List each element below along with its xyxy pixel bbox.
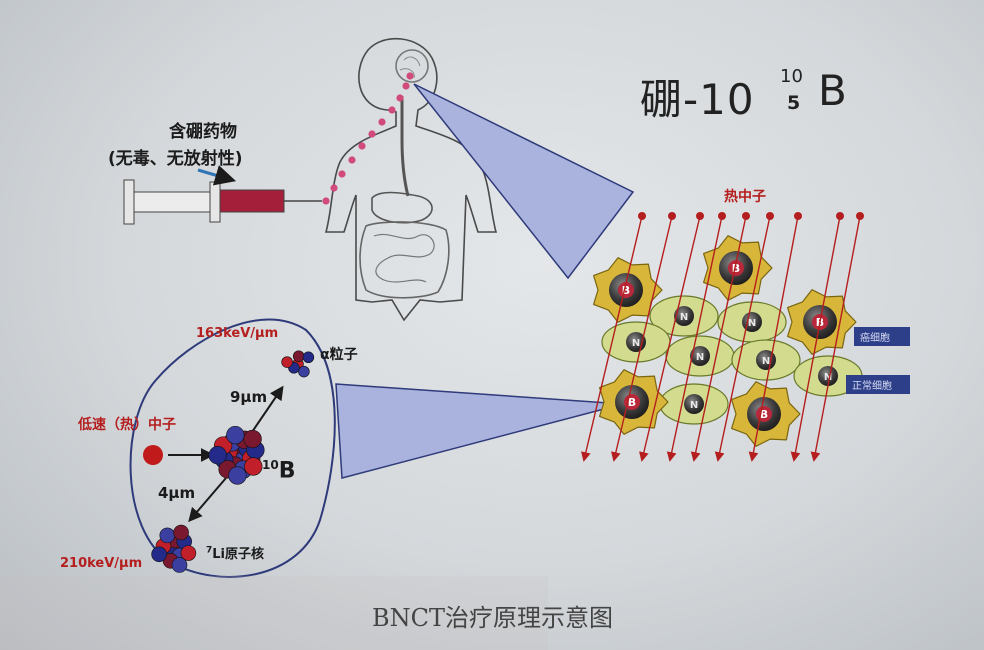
drug-dot bbox=[406, 72, 414, 80]
b10-label: 10B bbox=[262, 458, 295, 483]
neutron-track bbox=[748, 215, 799, 462]
li-nucleus bbox=[151, 524, 197, 573]
nucleon bbox=[151, 546, 167, 563]
neutron-track bbox=[639, 215, 701, 462]
alpha-nucleus bbox=[281, 350, 315, 378]
drug-dot bbox=[358, 142, 366, 150]
isotope-name: 硼-10 bbox=[640, 75, 755, 124]
alpha-range-label: 9μm bbox=[230, 388, 268, 406]
neutron-source-dot bbox=[836, 212, 844, 220]
alpha-particle-label: α粒子 bbox=[320, 347, 358, 363]
drug-dot bbox=[348, 156, 356, 164]
drug-dot bbox=[402, 82, 410, 90]
nucleon bbox=[171, 557, 188, 573]
isotope-atomic-number: 5 bbox=[787, 92, 801, 114]
boron-letter: B bbox=[760, 408, 768, 421]
projection-cone-lower bbox=[335, 383, 624, 479]
alpha-energy-label: 163keV/μm bbox=[196, 326, 279, 341]
neutron-track bbox=[666, 215, 723, 462]
neutron-source-dot bbox=[766, 212, 774, 220]
isotope-mass-number: 10 bbox=[780, 66, 803, 87]
normal-nucleus bbox=[756, 350, 776, 370]
projection-cone-upper bbox=[413, 83, 635, 280]
drug-dot bbox=[396, 94, 404, 102]
normal-letter: N bbox=[680, 312, 688, 323]
boron-letter: B bbox=[732, 262, 740, 275]
cell-layer: NNNNNNNBBBBB bbox=[593, 235, 863, 447]
nucleon bbox=[159, 527, 176, 544]
li7-mass-number: 7 bbox=[206, 545, 213, 556]
drug-subtitle: (无毒、无放射性) bbox=[108, 149, 243, 169]
nucleon bbox=[302, 351, 315, 364]
neutron-source-dot bbox=[856, 212, 864, 220]
nucleon bbox=[298, 365, 310, 378]
drug-label: 含硼药物 bbox=[169, 122, 237, 142]
nucleon bbox=[281, 356, 293, 368]
boron-core bbox=[728, 260, 744, 276]
li7-name: Li原子核 bbox=[212, 547, 265, 562]
neutron-source-dot bbox=[742, 212, 750, 220]
normal-cell-tag: 正常细胞 bbox=[846, 375, 910, 394]
drug-dot bbox=[368, 130, 376, 138]
nucleon bbox=[292, 350, 305, 362]
li7-label: 7Li原子核 bbox=[206, 543, 264, 562]
normal-letter: N bbox=[632, 338, 640, 349]
neutron-source-dot bbox=[668, 212, 676, 220]
isotope-symbol: B bbox=[818, 66, 847, 115]
normal-letter: N bbox=[696, 352, 704, 363]
normal-letter: N bbox=[748, 318, 756, 329]
boron-core bbox=[618, 282, 634, 298]
nucleon bbox=[226, 425, 245, 445]
b10-nucleus bbox=[208, 425, 265, 485]
normal-letter: N bbox=[762, 356, 770, 367]
neutron-track bbox=[790, 215, 841, 462]
neutron-track bbox=[690, 215, 747, 462]
b10-mass-number: 10 bbox=[262, 458, 279, 472]
neutron-track bbox=[611, 215, 673, 462]
normal-letter: N bbox=[824, 372, 832, 383]
li-range-label: 4μm bbox=[158, 484, 196, 502]
nucleon bbox=[244, 457, 263, 476]
normal-nucleus bbox=[818, 366, 838, 386]
normal-nucleus bbox=[684, 394, 704, 414]
tumor-cell-tag: 癌细胞 bbox=[854, 327, 910, 346]
slow-neutron-particle bbox=[143, 445, 163, 465]
neutron-source-dot bbox=[696, 212, 704, 220]
neutron-source-dot bbox=[638, 212, 646, 220]
drug-dot bbox=[378, 118, 386, 126]
neutron-track bbox=[581, 215, 643, 462]
drug-dot bbox=[388, 106, 396, 114]
drug-dot bbox=[330, 184, 338, 192]
li-energy-label: 210keV/μm bbox=[60, 556, 143, 571]
normal-nucleus bbox=[690, 346, 710, 366]
nucleon bbox=[243, 429, 262, 449]
syringe bbox=[123, 165, 322, 225]
caption-strip bbox=[0, 576, 548, 650]
nucleon bbox=[180, 545, 197, 561]
normal-letter: N bbox=[690, 400, 698, 411]
nucleon bbox=[173, 524, 189, 541]
boron-letter: B bbox=[622, 284, 630, 297]
nucleon bbox=[228, 466, 247, 485]
neutron-layer bbox=[581, 212, 864, 462]
human-figure bbox=[324, 37, 498, 322]
neutron-source-dot bbox=[794, 212, 802, 220]
drug-pathway-dots bbox=[322, 72, 414, 205]
boron-core bbox=[624, 394, 640, 410]
slow-neutron-label: 低速（热）中子 bbox=[78, 417, 176, 433]
neutron-source-dot bbox=[718, 212, 726, 220]
boron-letter: B bbox=[628, 396, 636, 409]
reaction-particles bbox=[143, 350, 315, 573]
neutron-track bbox=[714, 215, 771, 462]
normal-nucleus bbox=[674, 306, 694, 326]
diagram-caption: BNCT治疗原理示意图 bbox=[372, 604, 614, 632]
neutron-track bbox=[810, 215, 861, 462]
drug-dot bbox=[338, 170, 346, 178]
nucleon bbox=[208, 446, 227, 465]
thermal-neutron-label: 热中子 bbox=[724, 189, 766, 205]
drug-dot bbox=[322, 197, 330, 205]
b10-symbol: B bbox=[278, 458, 296, 484]
